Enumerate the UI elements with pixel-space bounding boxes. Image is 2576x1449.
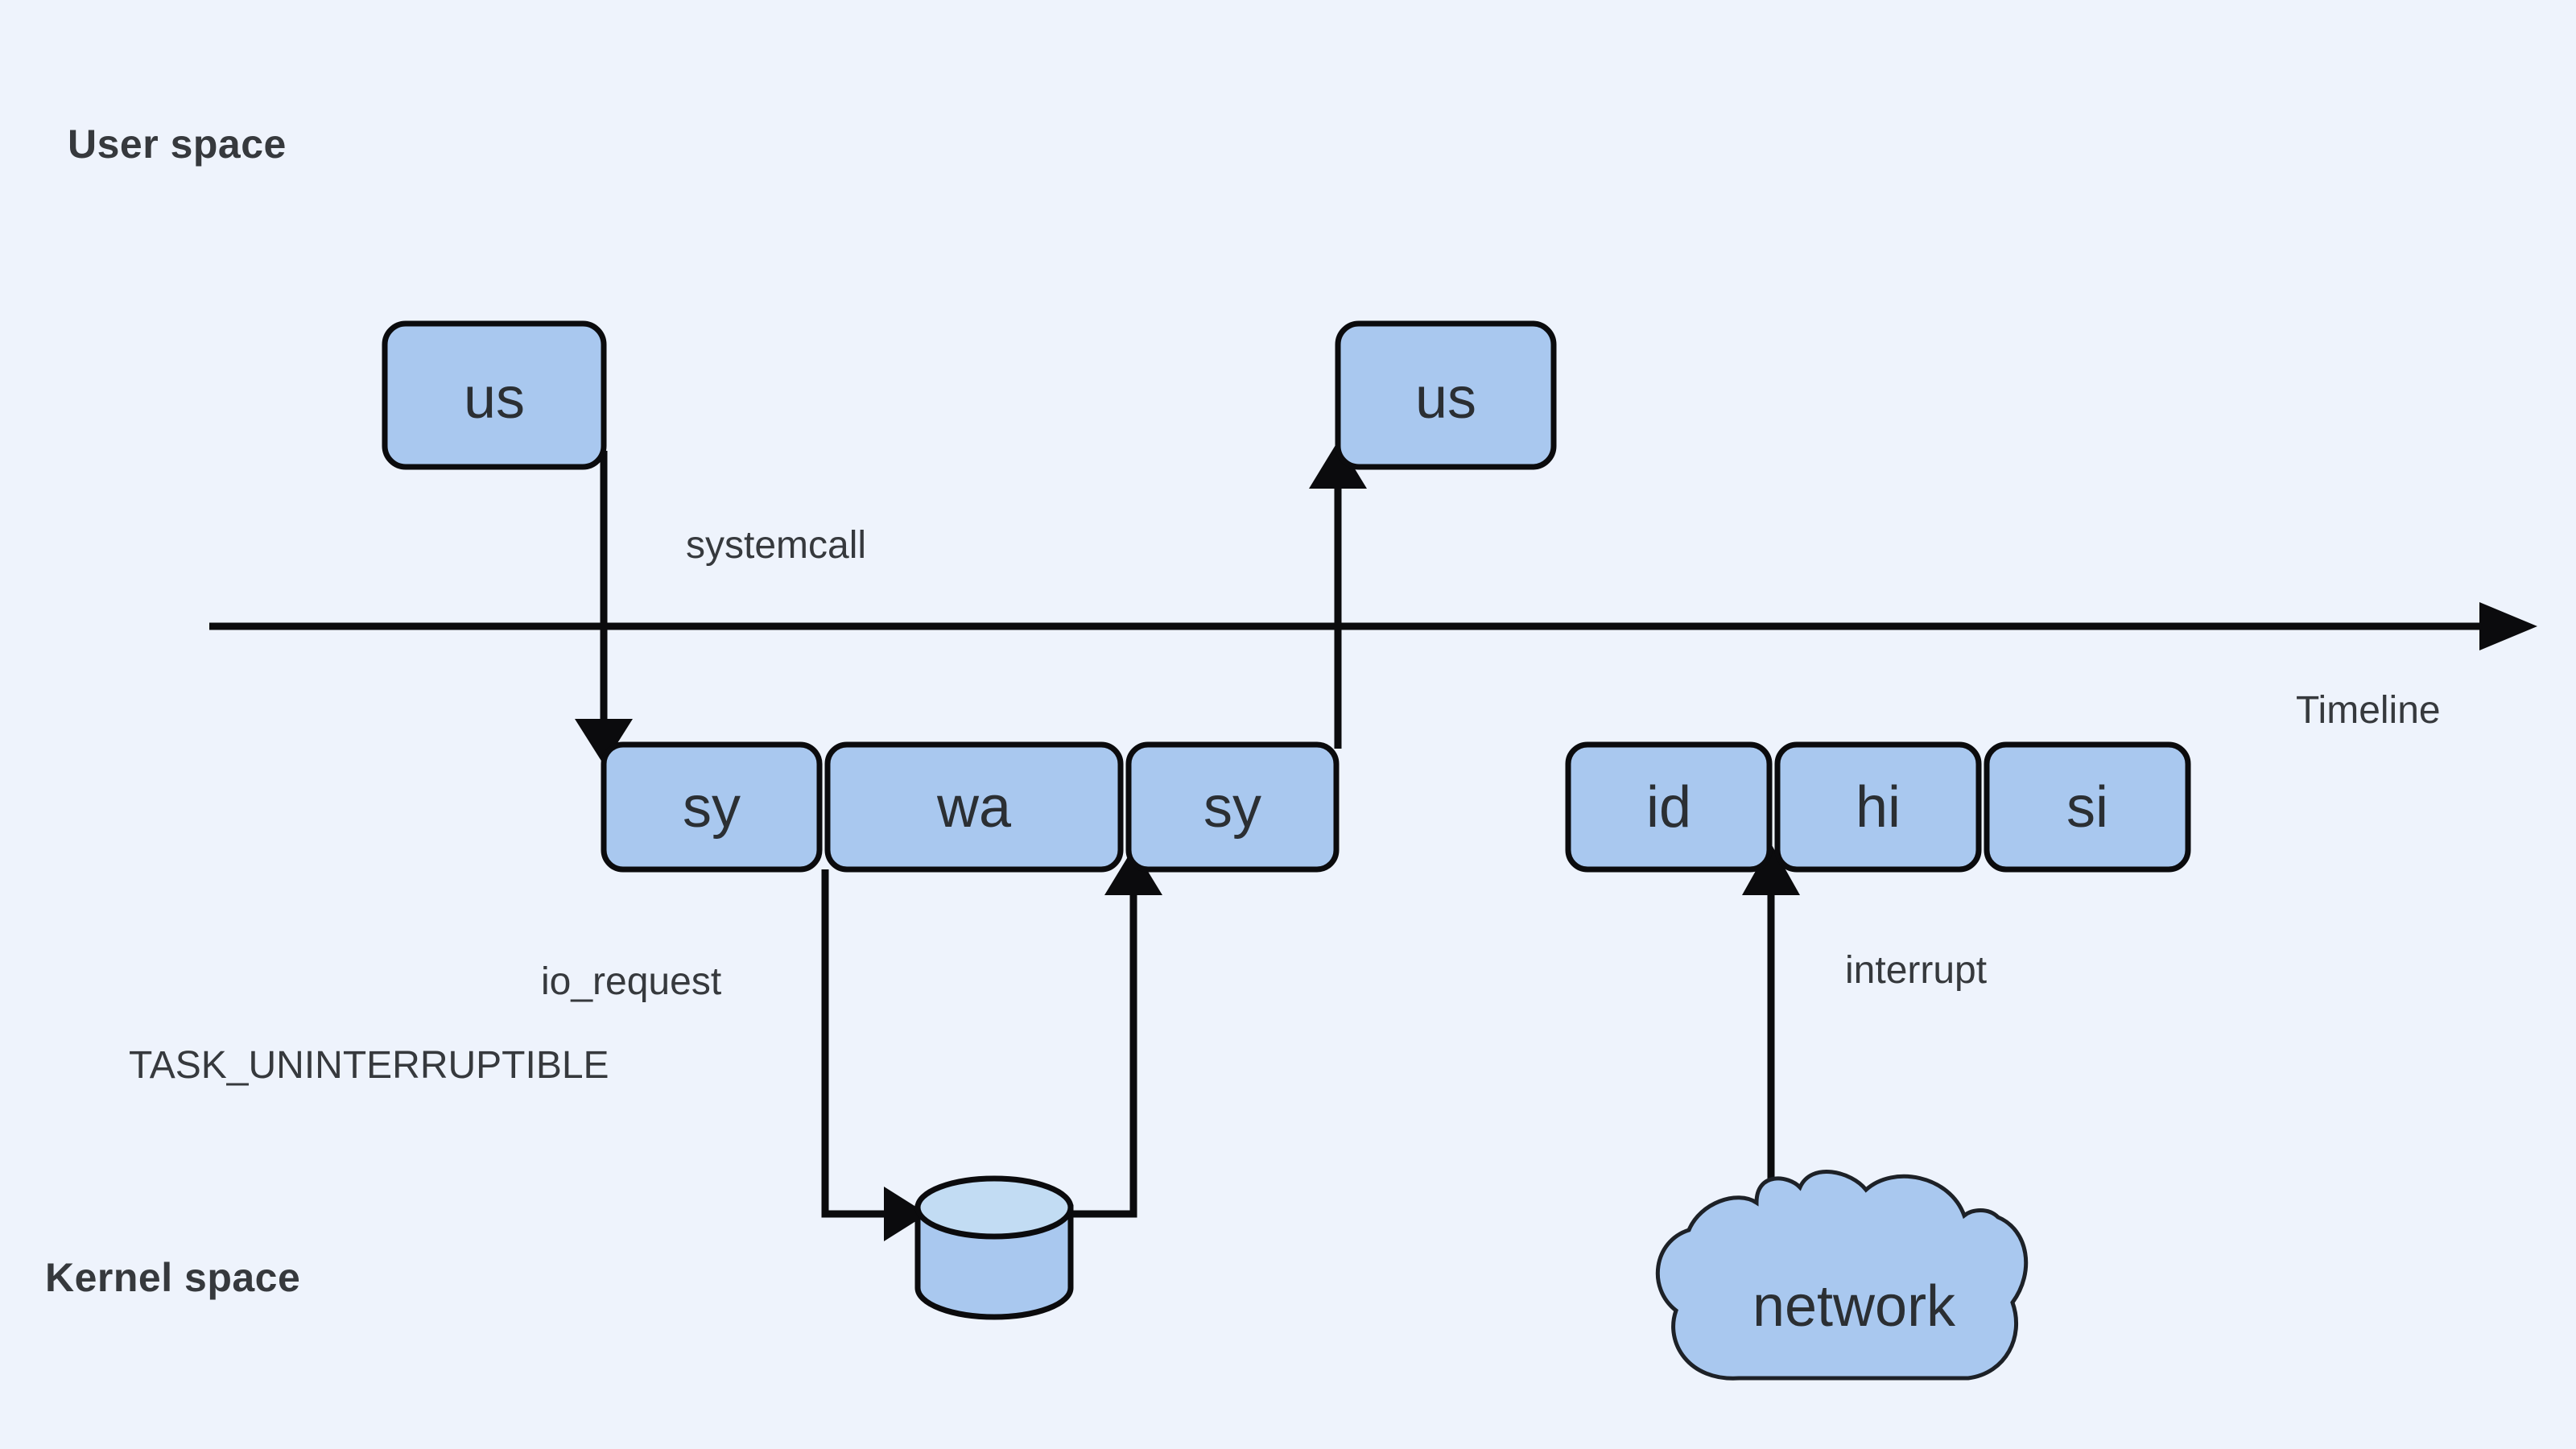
edge-systemcall [575,451,633,765]
systemcall-arrowhead [575,719,633,765]
kernel-box-si-label: si [2066,775,2108,840]
kernel-box-wa-label: wa [936,775,1012,840]
kernel-space-label: Kernel space [45,1255,301,1300]
kernel-box-id[interactable]: id [1565,741,1773,873]
systemcall-label: systemcall [686,524,867,567]
network-cloud[interactable]: network [1655,1170,2029,1381]
cloud-label: network [1752,1274,1956,1339]
kernel-box-sy-first[interactable]: sy [601,741,823,873]
kernel-box-hi-label: hi [1856,775,1901,840]
edge-io-complete [1071,848,1162,1218]
user-box-1[interactable]: us [1335,320,1557,470]
interrupt-arrowhead [1742,844,1800,895]
kernel-box-wa[interactable]: wa [824,741,1124,873]
return-arrowhead [1309,441,1367,489]
timeline-arrowhead [2479,602,2537,650]
io-complete-arrowhead [1104,848,1162,895]
io-request-arrowhead [884,1187,927,1241]
kernel-box-id-label: id [1646,775,1691,840]
user-box-0-label: us [464,366,525,431]
timeline-label: Timeline [2296,689,2441,732]
kernel-box-sy-second-label: sy [1203,775,1261,840]
disk-cylinder [914,1175,1074,1320]
task-state-label: TASK_UNINTERRUPTIBLE [129,1044,609,1087]
edge-interrupt [1742,844,1800,1224]
edge-return-to-user [1309,441,1367,749]
kernel-box-si[interactable]: si [1984,741,2191,873]
kernel-box-sy-first-label: sy [683,775,741,840]
interrupt-label: interrupt [1845,949,1988,992]
io-request-label: io_request [541,960,722,1003]
user-box-1-label: us [1415,366,1476,431]
kernel-box-sy-second[interactable]: sy [1125,741,1340,873]
user-box-0[interactable]: us [382,320,607,470]
edge-io-request [821,869,927,1241]
timeline-axis [209,602,2537,650]
kernel-box-hi[interactable]: hi [1774,741,1982,873]
user-space-label: User space [68,122,287,167]
